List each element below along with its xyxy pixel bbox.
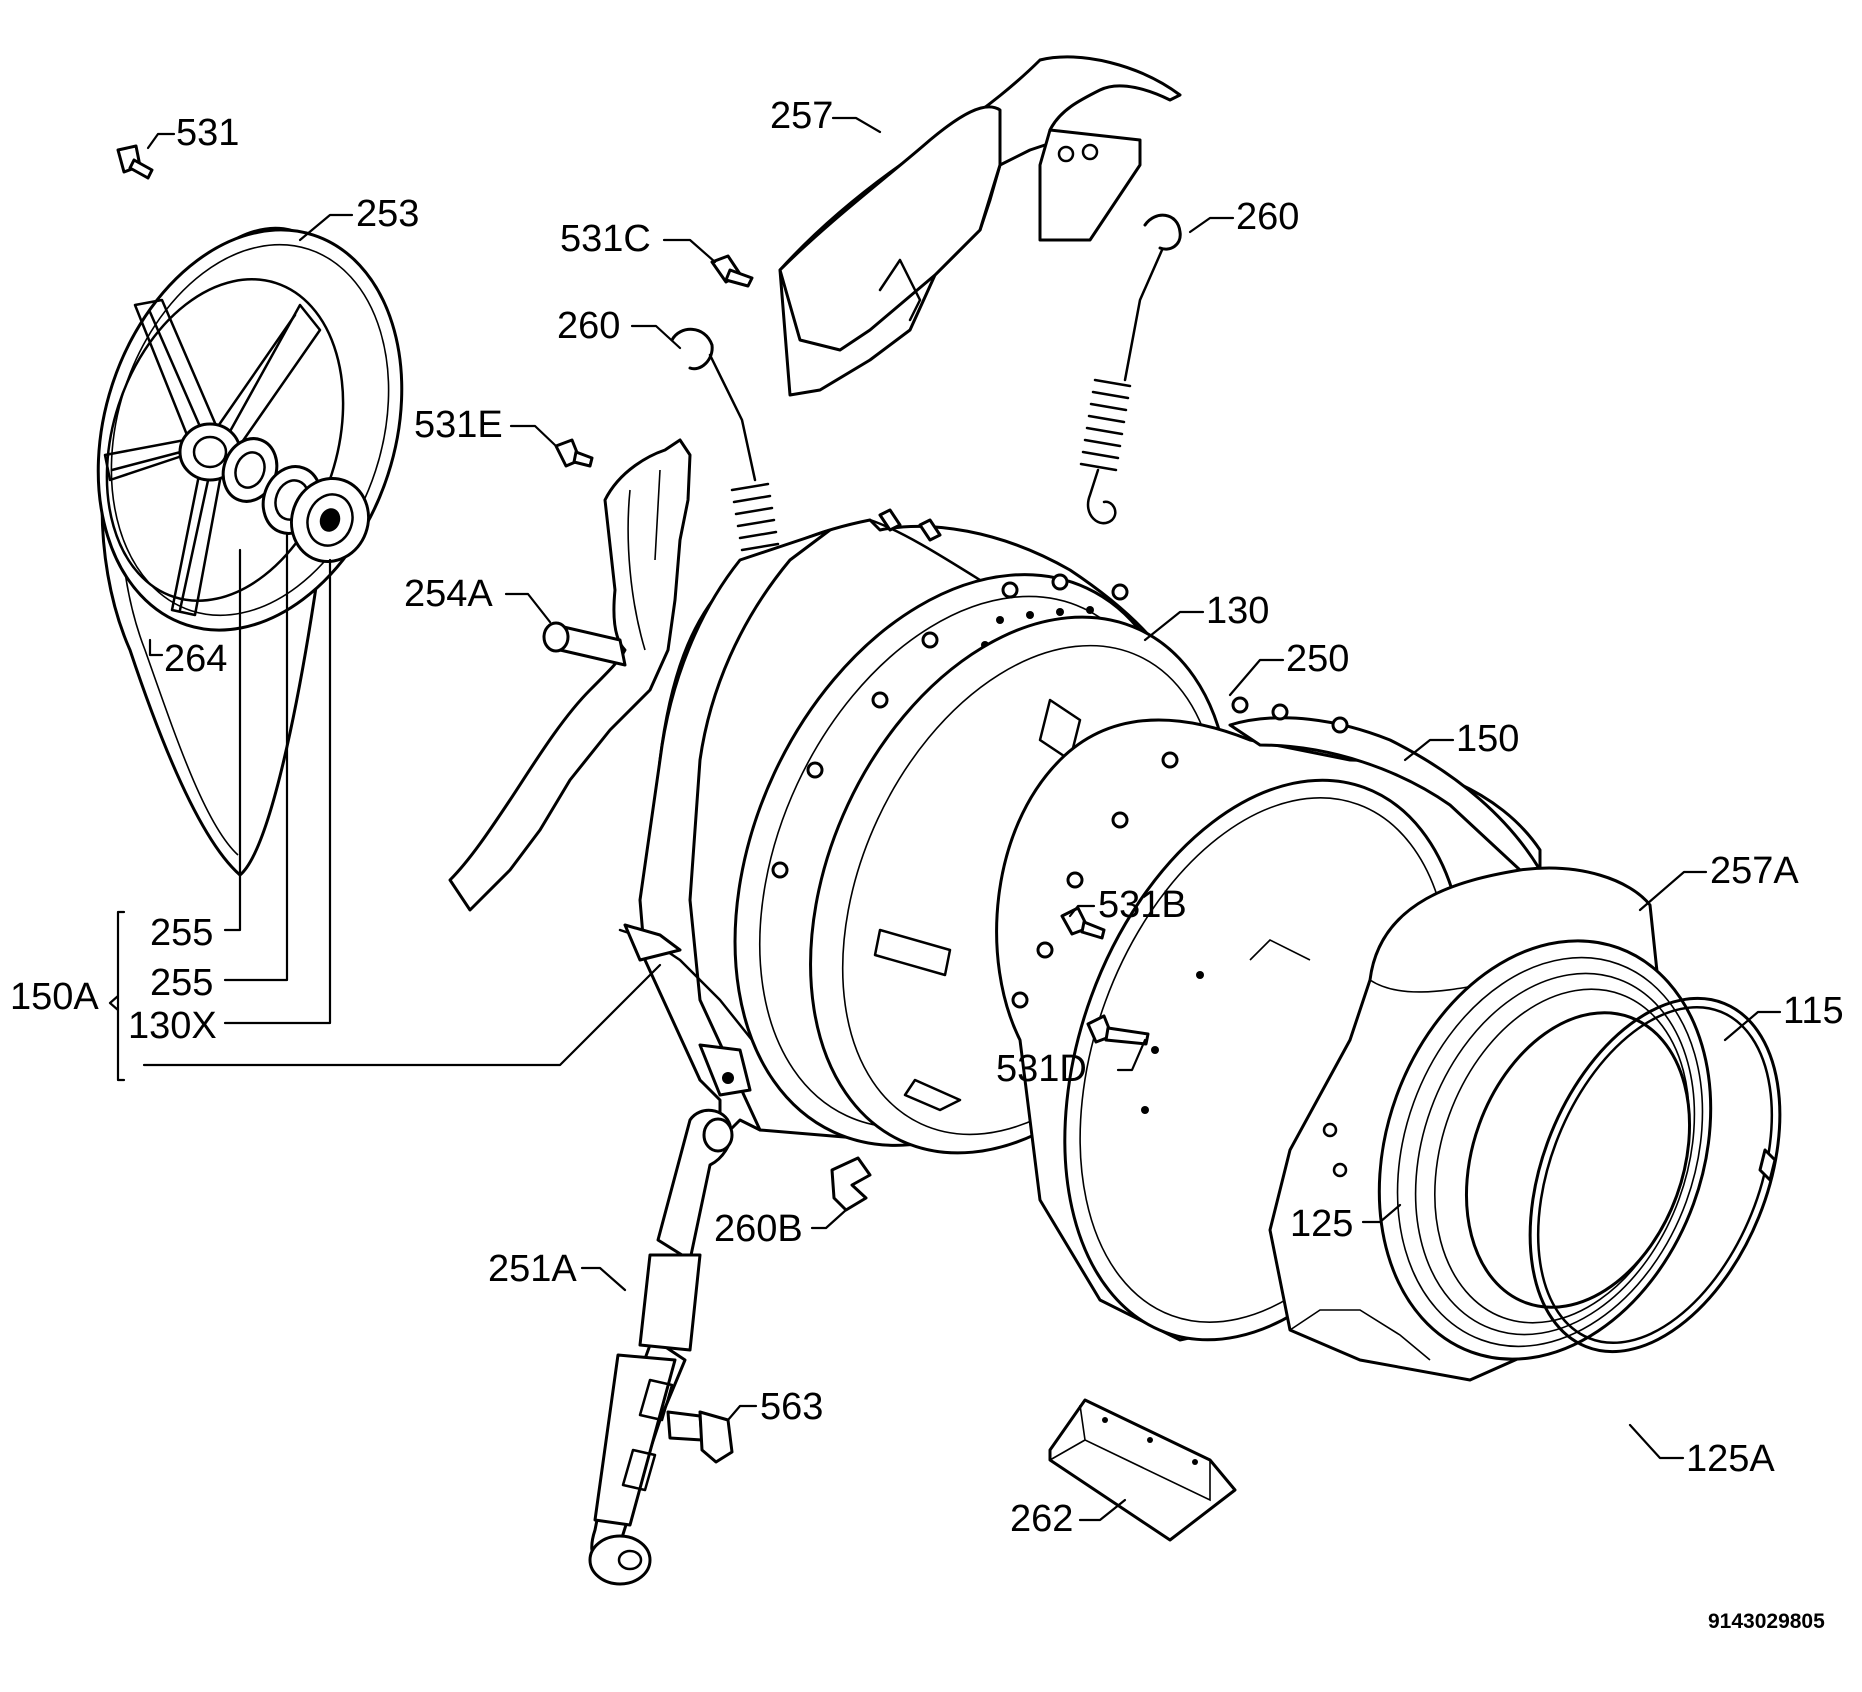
callout-255-a: 255 [150, 912, 214, 954]
callout-262: 262 [1010, 1498, 1074, 1540]
callout-150a: 150A [10, 976, 99, 1018]
screw-531e [554, 438, 594, 468]
leader-lines [108, 116, 1782, 1522]
callout-150: 150 [1456, 718, 1520, 760]
callout-255-b: 255 [150, 962, 214, 1004]
screw-531d [1086, 1014, 1150, 1046]
pulley-wheel-253 [96, 228, 404, 632]
drawing-code: 9143029805 [1708, 1610, 1825, 1633]
callout-264: 264 [164, 638, 228, 680]
callout-125: 125 [1290, 1203, 1354, 1245]
shock-absorber-251a [588, 1109, 734, 1586]
callout-251a: 251A [488, 1248, 577, 1290]
callout-531d: 531D [996, 1048, 1087, 1090]
callout-125a: 125A [1686, 1438, 1775, 1480]
callout-257: 257 [770, 95, 834, 137]
callout-531: 531 [176, 112, 240, 154]
callout-130x: 130X [128, 1005, 217, 1047]
callout-531b: 531B [1098, 884, 1187, 926]
seal-255-a [221, 437, 279, 503]
bracket-254a [448, 438, 692, 912]
counterweight-257 [778, 55, 1182, 397]
bolt-563 [666, 1410, 734, 1464]
callout-531c: 531C [560, 218, 651, 260]
bearing-130x [290, 476, 370, 564]
callout-260-left: 260 [557, 305, 621, 347]
spring-260-right [1079, 213, 1182, 525]
callout-260b: 260B [714, 1208, 803, 1250]
screw-531c [710, 254, 754, 288]
callout-130: 130 [1206, 590, 1270, 632]
callout-115: 115 [1783, 990, 1844, 1032]
callout-254a: 254A [404, 573, 493, 615]
callout-563: 563 [760, 1386, 824, 1428]
callout-253: 253 [356, 193, 420, 235]
screw-531b [1060, 906, 1106, 940]
callout-531e: 531E [414, 404, 503, 446]
callout-260-right: 260 [1236, 196, 1300, 238]
callout-250: 250 [1286, 638, 1350, 680]
foot-262 [1048, 1398, 1237, 1542]
clip-260b [830, 1156, 872, 1212]
clamp-ring-125a [1528, 996, 1782, 1354]
callout-257a: 257A [1710, 850, 1799, 892]
screw-531 [116, 144, 154, 180]
